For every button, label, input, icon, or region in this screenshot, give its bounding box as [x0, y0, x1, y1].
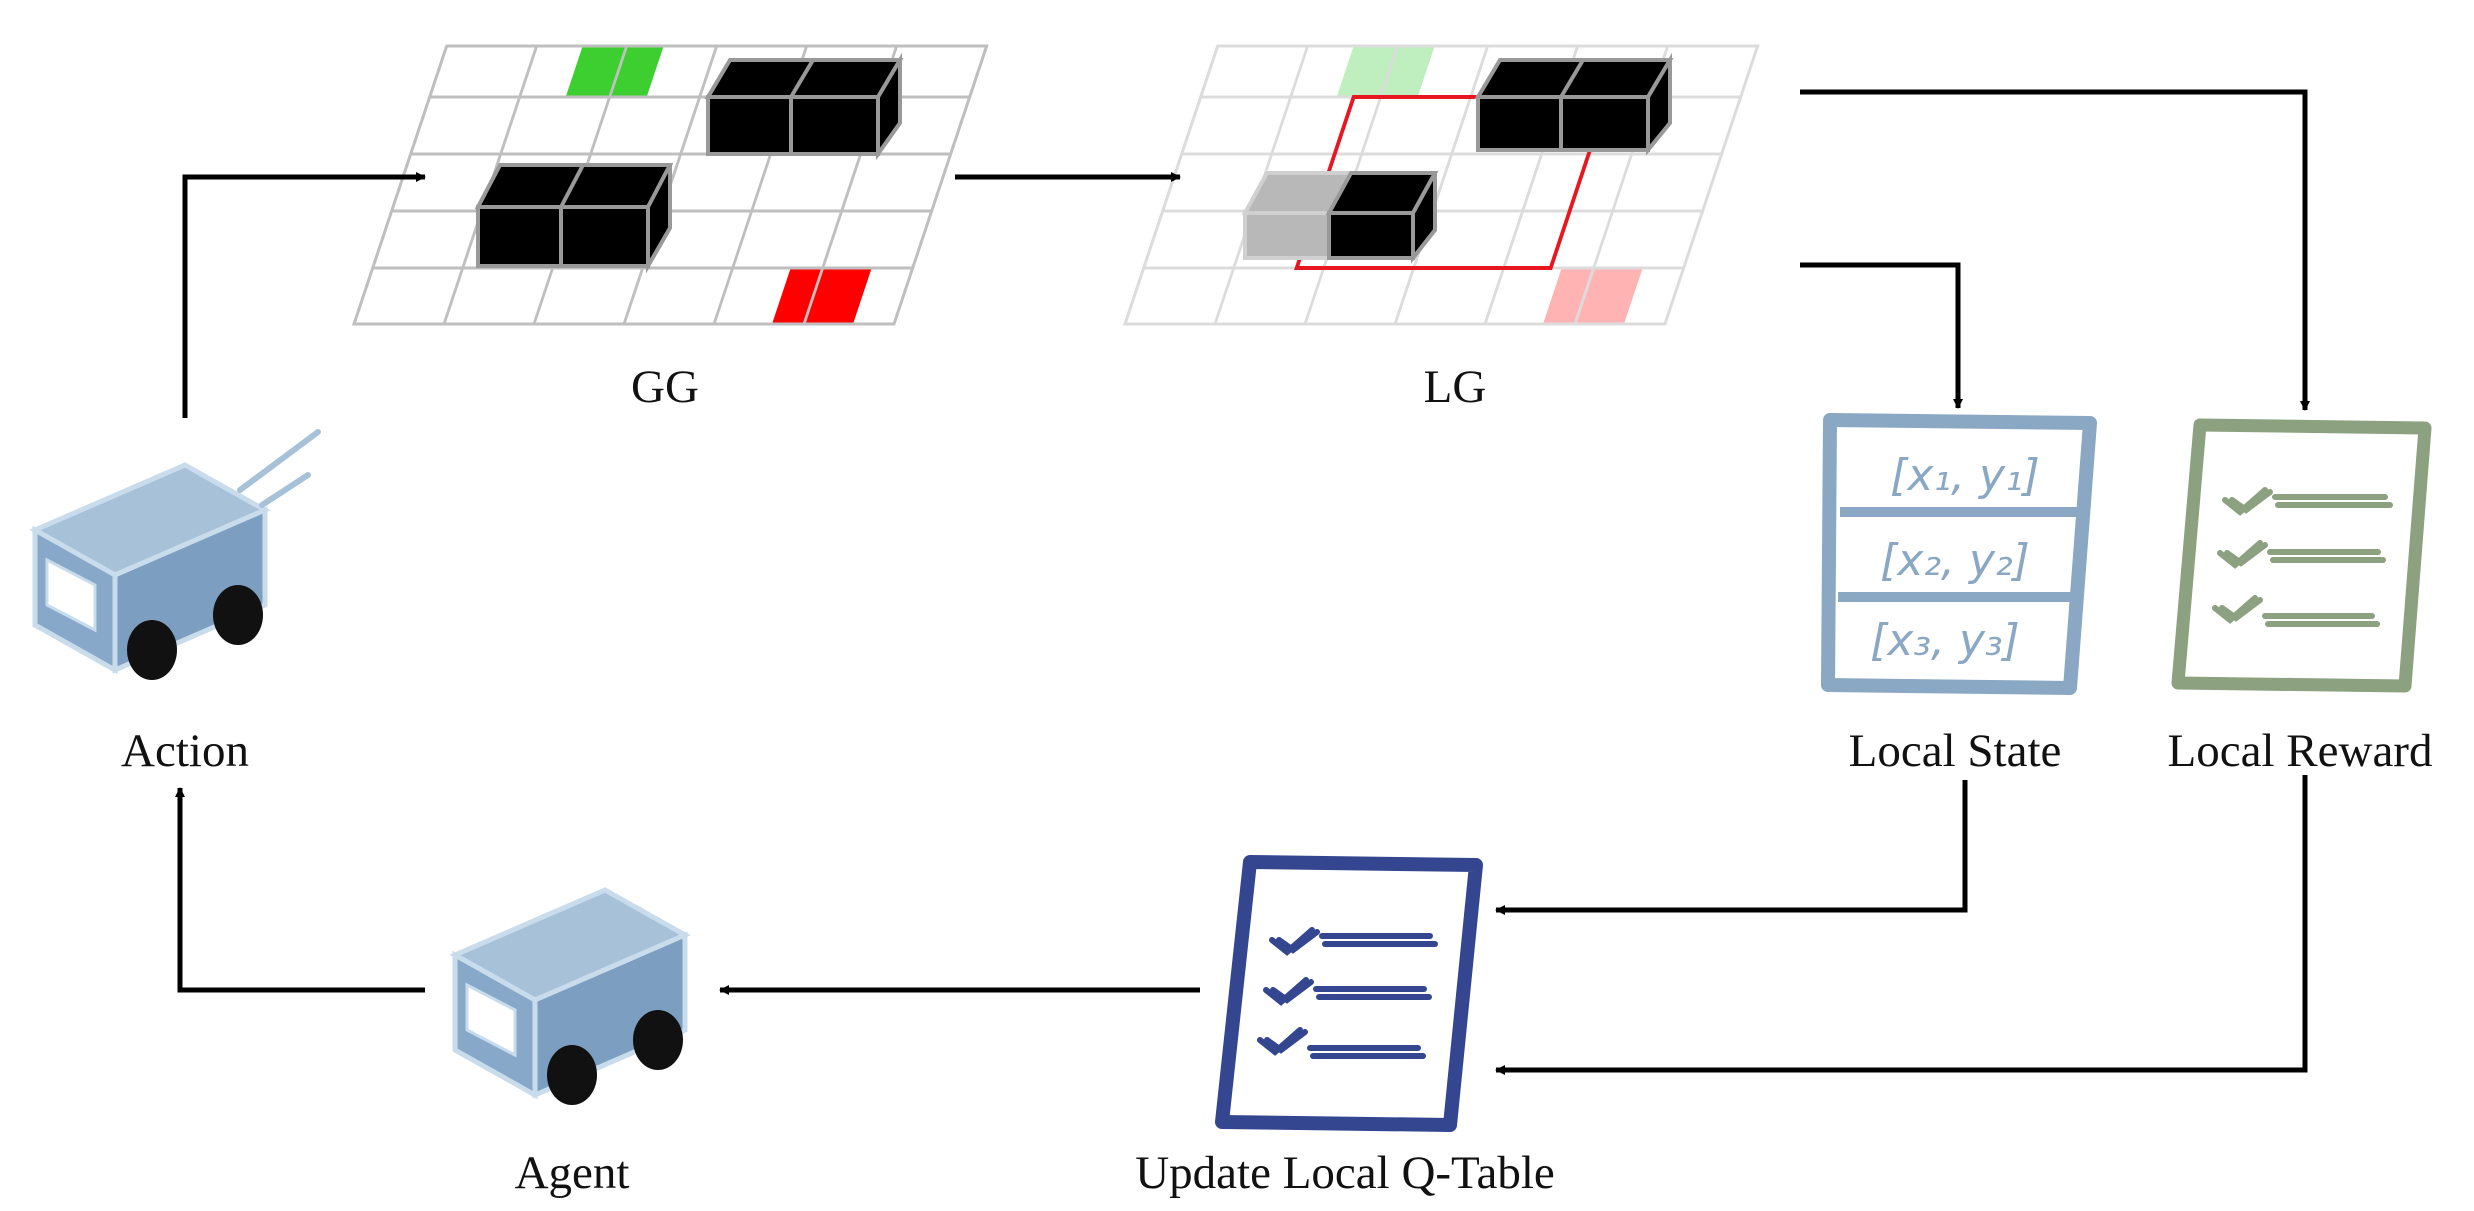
- lg-obstacle-top: [1474, 52, 1674, 156]
- gg-obstacle-left: [474, 163, 674, 274]
- agent-label: Agent: [515, 1147, 630, 1199]
- robot-icon: [29, 462, 271, 680]
- qtable-checklist-icon: [1215, 855, 1483, 1132]
- arrow-lg-to-state: [1800, 262, 1963, 409]
- state-row-2: [x₂, y₂]: [1880, 535, 2030, 586]
- gg-target-cell: [772, 268, 872, 324]
- state-row-1: [x₁, y₁]: [1890, 450, 2040, 501]
- grid-line: [1123, 46, 1220, 324]
- lg-obstacle-left: [1241, 171, 1439, 264]
- gg-goal-cell: [565, 46, 664, 97]
- gg-label: GG: [631, 361, 699, 413]
- local-reward-label: Local Reward: [2168, 725, 2433, 777]
- lg-goal-cell: [1336, 46, 1435, 97]
- arrow-state-to-qtable: [1495, 780, 1968, 915]
- state-row-3: [x₃, y₃]: [1870, 615, 2020, 666]
- agent-robot-icon: [449, 887, 691, 1105]
- arrow-lg-to-reward: [1800, 89, 2310, 411]
- state-list-icon: [x₁, y₁] [x₂, y₂] [x₃, y₃]: [1821, 413, 2097, 695]
- action-label: Action: [121, 725, 249, 777]
- grid-line: [352, 46, 449, 324]
- lg-label: LG: [1424, 361, 1487, 413]
- arrow-agent-to-action: [175, 787, 425, 993]
- gg-obstacle-top: [704, 52, 904, 161]
- grid-line: [1393, 46, 1490, 324]
- grid-line: [892, 46, 989, 324]
- arrow-action-to-gg: [182, 172, 426, 418]
- update-q-label: Update Local Q-Table: [1135, 1147, 1555, 1199]
- reward-checklist-icon: [2171, 418, 2432, 693]
- local-state-label: Local State: [1849, 725, 2062, 777]
- arrow-reward-to-qtable: [1495, 775, 2308, 1075]
- grid-line: [1663, 46, 1760, 324]
- motion-lines-icon: [237, 429, 321, 508]
- lg-target-cell: [1543, 268, 1643, 324]
